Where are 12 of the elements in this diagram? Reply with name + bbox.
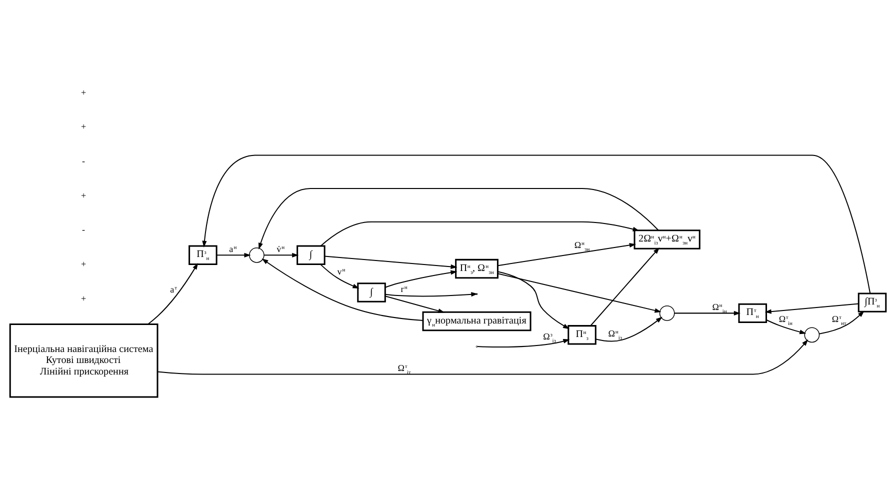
edge-label: v̇$^{н}$	[276, 244, 285, 254]
label: +	[81, 122, 86, 132]
label: +	[81, 87, 86, 98]
label: -	[82, 224, 86, 235]
label: +	[81, 293, 86, 304]
edge-label: r$^{н}$	[400, 284, 408, 294]
label: +	[81, 258, 86, 269]
label: +	[81, 190, 86, 200]
edge-label: a$^{н}$	[229, 244, 237, 254]
edge-label: v$^{н}$	[337, 266, 346, 277]
edge-label: a$^{т}$	[170, 284, 178, 295]
label: -	[82, 156, 86, 166]
